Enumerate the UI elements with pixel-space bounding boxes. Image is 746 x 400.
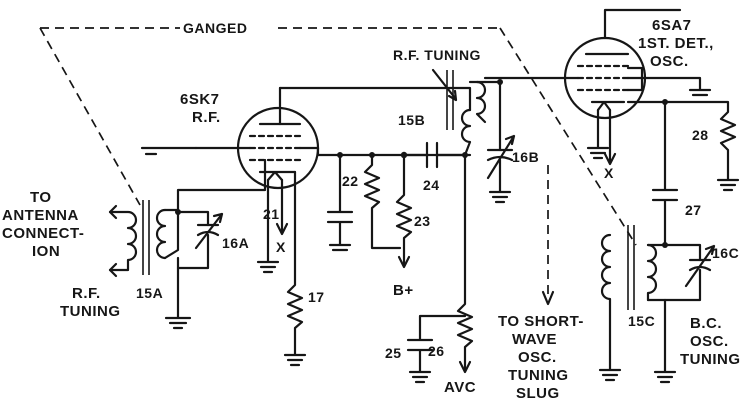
heater-x-right-label: X — [604, 165, 614, 181]
capacitor-25 — [406, 314, 467, 384]
tube-6sa7-label-1: 6SA7 — [652, 17, 692, 34]
capacitor-27 — [651, 100, 679, 247]
capacitor-16a — [176, 210, 224, 270]
short-wave-label-3: OSC. — [518, 349, 557, 366]
bypass-cap — [326, 153, 354, 252]
tube-6sa7-label-3: OSC. — [650, 53, 689, 70]
label-15b: 15B — [398, 112, 425, 128]
ground-6sk7-left — [140, 146, 198, 156]
short-wave-label-5: SLUG — [516, 385, 560, 400]
avc-label: AVC — [444, 379, 476, 396]
label-16a: 16A — [222, 235, 249, 251]
resistor-22 — [363, 153, 402, 250]
label-16b: 16B — [512, 149, 539, 165]
label-22: 22 — [342, 173, 359, 189]
bc-osc-label-2: OSC. — [690, 333, 729, 350]
ganged-label: GANGED — [183, 20, 247, 36]
label-16c: 16C — [712, 245, 739, 261]
label-21: 21 — [263, 206, 280, 222]
antenna-coil-15a — [108, 200, 180, 278]
short-wave-label-2: WAVE — [512, 331, 557, 348]
label-15a: 15A — [136, 285, 163, 301]
label-23: 23 — [414, 213, 431, 229]
tube-6sk7 — [194, 86, 472, 190]
tube-6sk7-label-2: R.F. — [192, 109, 221, 126]
heater-x-left-label: X — [276, 239, 286, 255]
bc-osc-label-3: TUNING — [680, 351, 741, 368]
short-wave-label-4: TUNING — [508, 367, 569, 384]
rf-tuning-label-2: TUNING — [60, 303, 121, 320]
tube-6sa7-label-2: 1ST. DET., — [638, 35, 714, 52]
bc-osc-label-1: B.C. — [690, 315, 722, 332]
label-26: 26 — [428, 343, 445, 359]
to-antenna-label-3: CONNECT- — [2, 225, 84, 242]
grid-wire-6sk7 — [176, 158, 267, 214]
to-antenna-label-4: ION — [32, 243, 60, 260]
heater-x-right — [603, 108, 617, 166]
ganged-link — [39, 27, 637, 306]
heater-x-left — [275, 178, 289, 236]
capacitor-16c — [663, 244, 716, 302]
avc-line — [456, 153, 474, 372]
short-wave-label-1: TO SHORT- — [498, 313, 584, 330]
ground-15a — [164, 266, 192, 330]
label-25: 25 — [385, 345, 402, 361]
label-17: 17 — [308, 289, 325, 305]
rf-coil-15b — [431, 68, 487, 157]
resistor-28 — [626, 100, 740, 192]
label-24: 24 — [423, 177, 440, 193]
to-antenna-label-2: ANTENNA — [2, 207, 79, 224]
label-27: 27 — [685, 202, 702, 218]
capacitor-24 — [402, 141, 467, 169]
cathode-wires — [256, 178, 280, 274]
resistor-23 — [395, 153, 413, 267]
tube-6sk7-label-1: 6SK7 — [180, 91, 220, 108]
resistor-17 — [283, 170, 307, 367]
rf-tuning-label-1: R.F. — [72, 285, 101, 302]
label-28: 28 — [692, 127, 709, 143]
ground-6sa7 — [586, 108, 610, 160]
tube-6sa7 — [483, 8, 712, 120]
to-antenna-label-1: TO — [30, 189, 52, 206]
rf-tuning-top-label: R.F. TUNING — [393, 47, 481, 63]
b-plus-label: B+ — [393, 282, 414, 299]
label-15c: 15C — [628, 313, 655, 329]
capacitor-16b — [483, 80, 516, 204]
